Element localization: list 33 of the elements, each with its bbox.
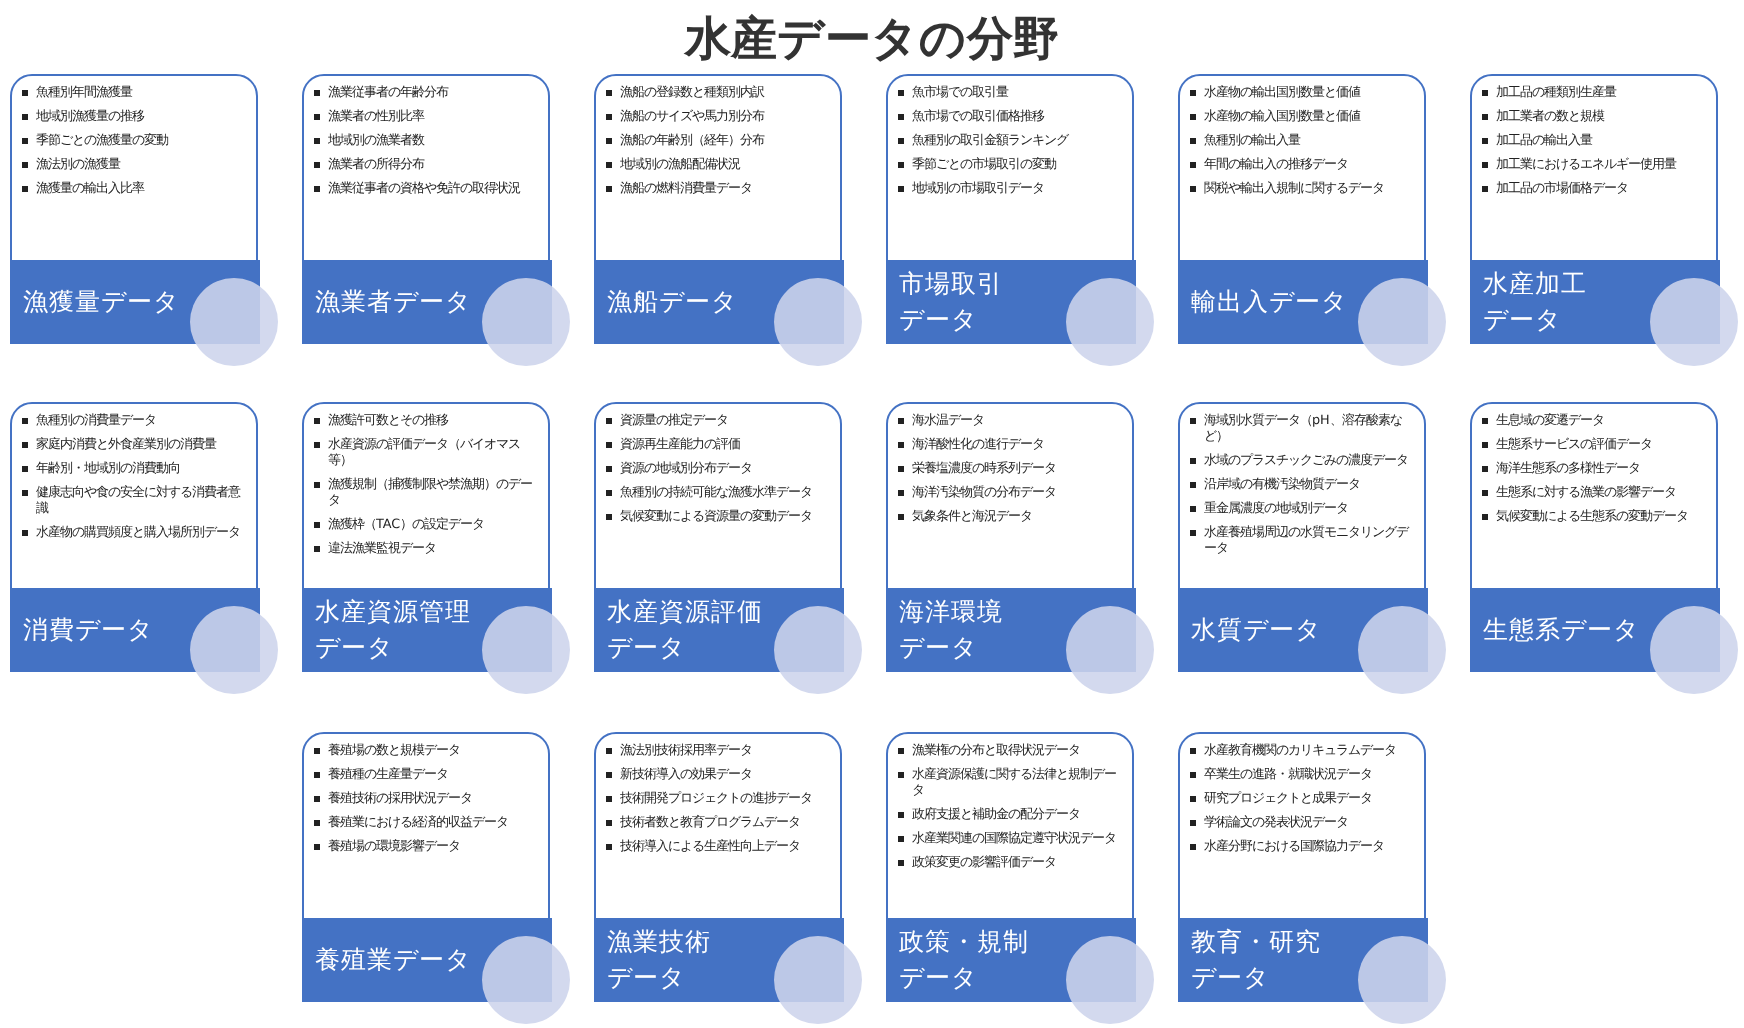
data-card xyxy=(886,74,1134,342)
data-card xyxy=(302,402,550,670)
card-heading: 市場取引データ xyxy=(899,265,1005,337)
card-heading: 漁業者データ xyxy=(315,283,473,319)
data-card xyxy=(1178,74,1426,342)
card-heading: 水産資源評価データ xyxy=(607,593,765,665)
data-card xyxy=(1470,74,1718,342)
card-heading: 漁船データ xyxy=(607,283,739,319)
card-heading: 輸出入データ xyxy=(1191,283,1349,319)
data-card xyxy=(10,402,258,670)
card-heading: 養殖業データ xyxy=(315,941,473,977)
card-heading: 水質データ xyxy=(1191,611,1323,647)
data-card xyxy=(1178,732,1426,1000)
card-heading: 消費データ xyxy=(23,611,155,647)
data-card xyxy=(302,74,550,342)
data-card xyxy=(1470,402,1718,670)
data-card xyxy=(302,732,550,1000)
card-heading: 生態系データ xyxy=(1483,611,1641,647)
data-card xyxy=(594,74,842,342)
data-card xyxy=(1178,402,1426,670)
data-card xyxy=(594,732,842,1000)
card-heading: 漁獲量データ xyxy=(23,283,181,319)
data-card xyxy=(886,402,1134,670)
card-heading: 政策・規制データ xyxy=(899,923,1031,995)
card-heading: 海洋環境データ xyxy=(899,593,1005,665)
data-card xyxy=(594,402,842,670)
data-card xyxy=(886,732,1134,1000)
card-heading: 漁業技術データ xyxy=(607,923,713,995)
card-heading: 教育・研究データ xyxy=(1191,923,1323,995)
card-heading: 水産加工データ xyxy=(1483,265,1589,337)
data-card xyxy=(10,74,258,342)
page-title: 水産データの分野 xyxy=(685,12,1059,70)
card-heading: 水産資源管理データ xyxy=(315,593,473,665)
